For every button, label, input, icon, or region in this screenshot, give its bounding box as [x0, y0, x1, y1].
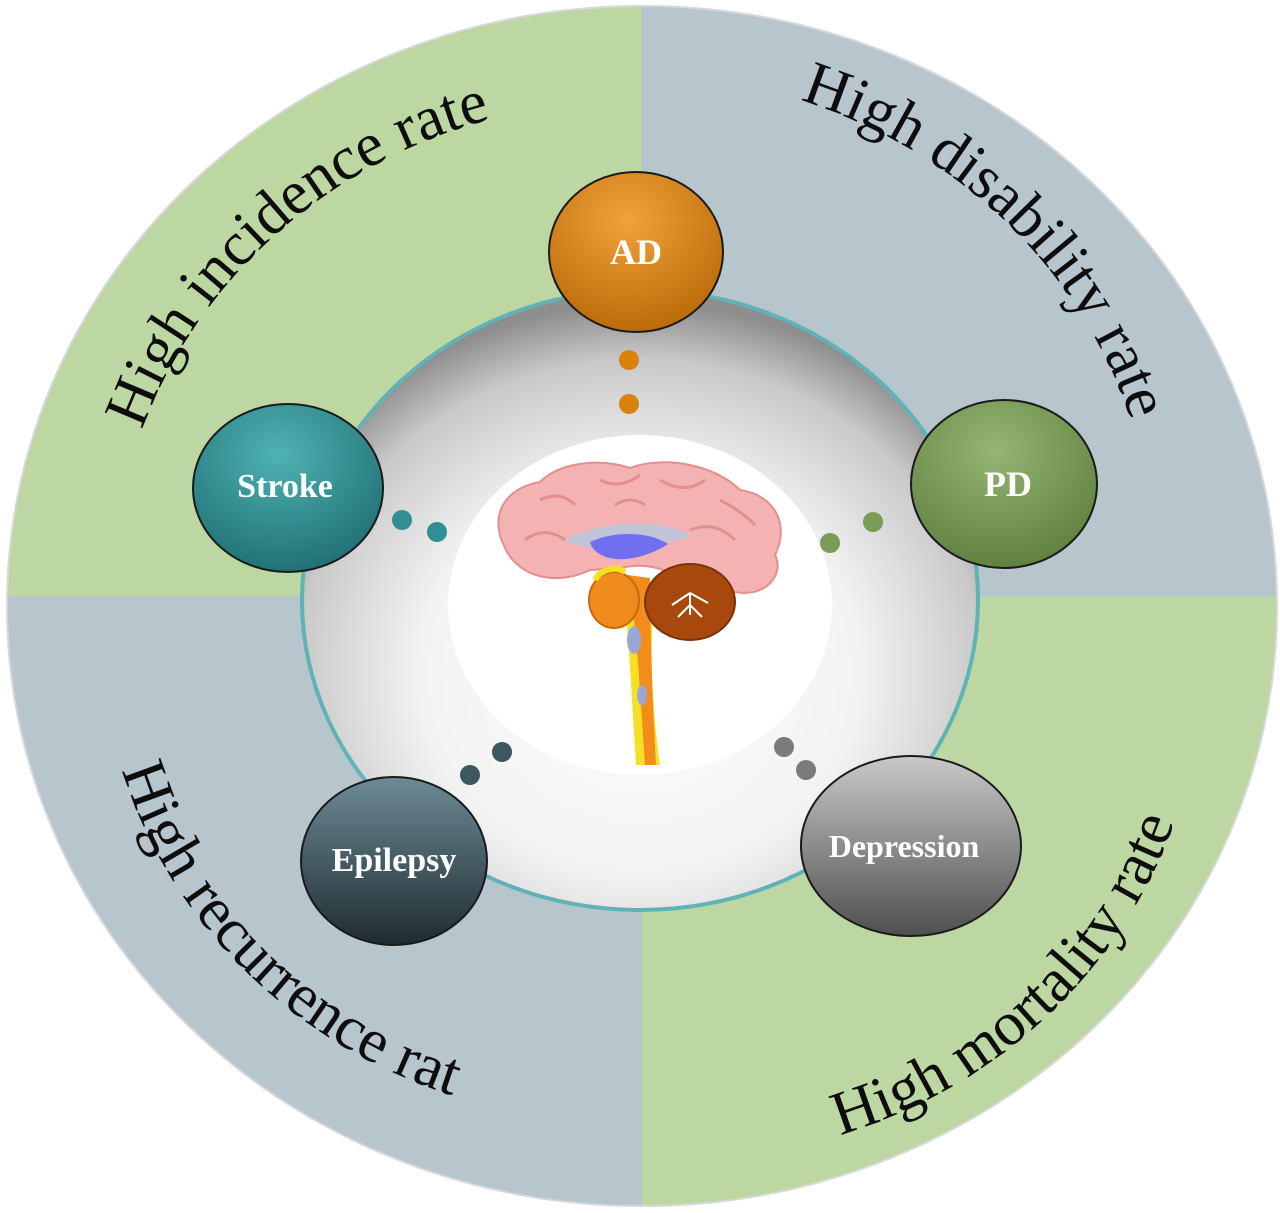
node-ad-label: AD	[610, 232, 662, 272]
connector-epilepsy	[460, 742, 512, 785]
node-stroke-label: Stroke	[237, 468, 333, 505]
node-depression: Depression	[800, 755, 1022, 937]
connector-pd	[820, 512, 883, 553]
connector-ad	[619, 350, 639, 414]
connector-depression	[774, 737, 816, 780]
node-ad: AD	[548, 171, 724, 333]
connector-stroke	[392, 510, 447, 542]
brain-icon	[497, 461, 782, 765]
node-depression-label: Depression	[829, 828, 980, 864]
node-stroke: Stroke	[192, 403, 384, 573]
node-epilepsy-label: Epilepsy	[332, 842, 457, 879]
node-pd: PD	[910, 399, 1098, 569]
node-epilepsy: Epilepsy	[300, 776, 488, 946]
node-pd-label: PD	[984, 464, 1032, 504]
